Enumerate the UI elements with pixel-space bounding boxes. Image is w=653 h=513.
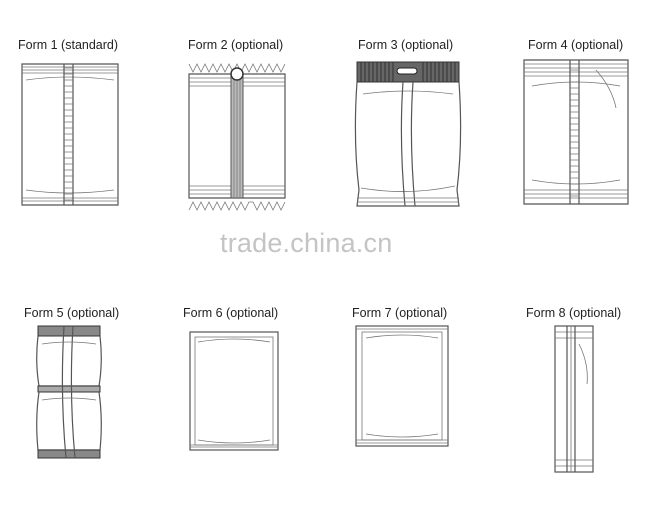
form-8-label: Form 8 (optional) — [526, 306, 622, 320]
form-6-label: Form 6 (optional) — [183, 306, 279, 320]
form-1-pillow-bag — [21, 63, 119, 206]
form-3-pillow-bag-header — [354, 61, 462, 207]
form-4-label: Form 4 (optional) — [528, 38, 624, 52]
form-2-pillow-bag-hanghole — [188, 63, 286, 211]
form-3-label: Form 3 (optional) — [358, 38, 454, 52]
form-5-twin-pillow-bag — [36, 325, 102, 459]
form-2-label: Form 2 (optional) — [188, 38, 284, 52]
form-8-stick-pack — [554, 325, 594, 473]
form-7-label: Form 7 (optional) — [352, 306, 448, 320]
form-6-three-side-seal-pouch — [189, 331, 279, 451]
form-4-pillow-bag-ribbed — [523, 59, 629, 205]
form-5-label: Form 5 (optional) — [24, 306, 120, 320]
form-7-four-side-seal-pouch — [355, 325, 449, 447]
watermark: trade.china.cn — [220, 228, 393, 258]
form-1-label: Form 1 (standard) — [18, 38, 119, 52]
